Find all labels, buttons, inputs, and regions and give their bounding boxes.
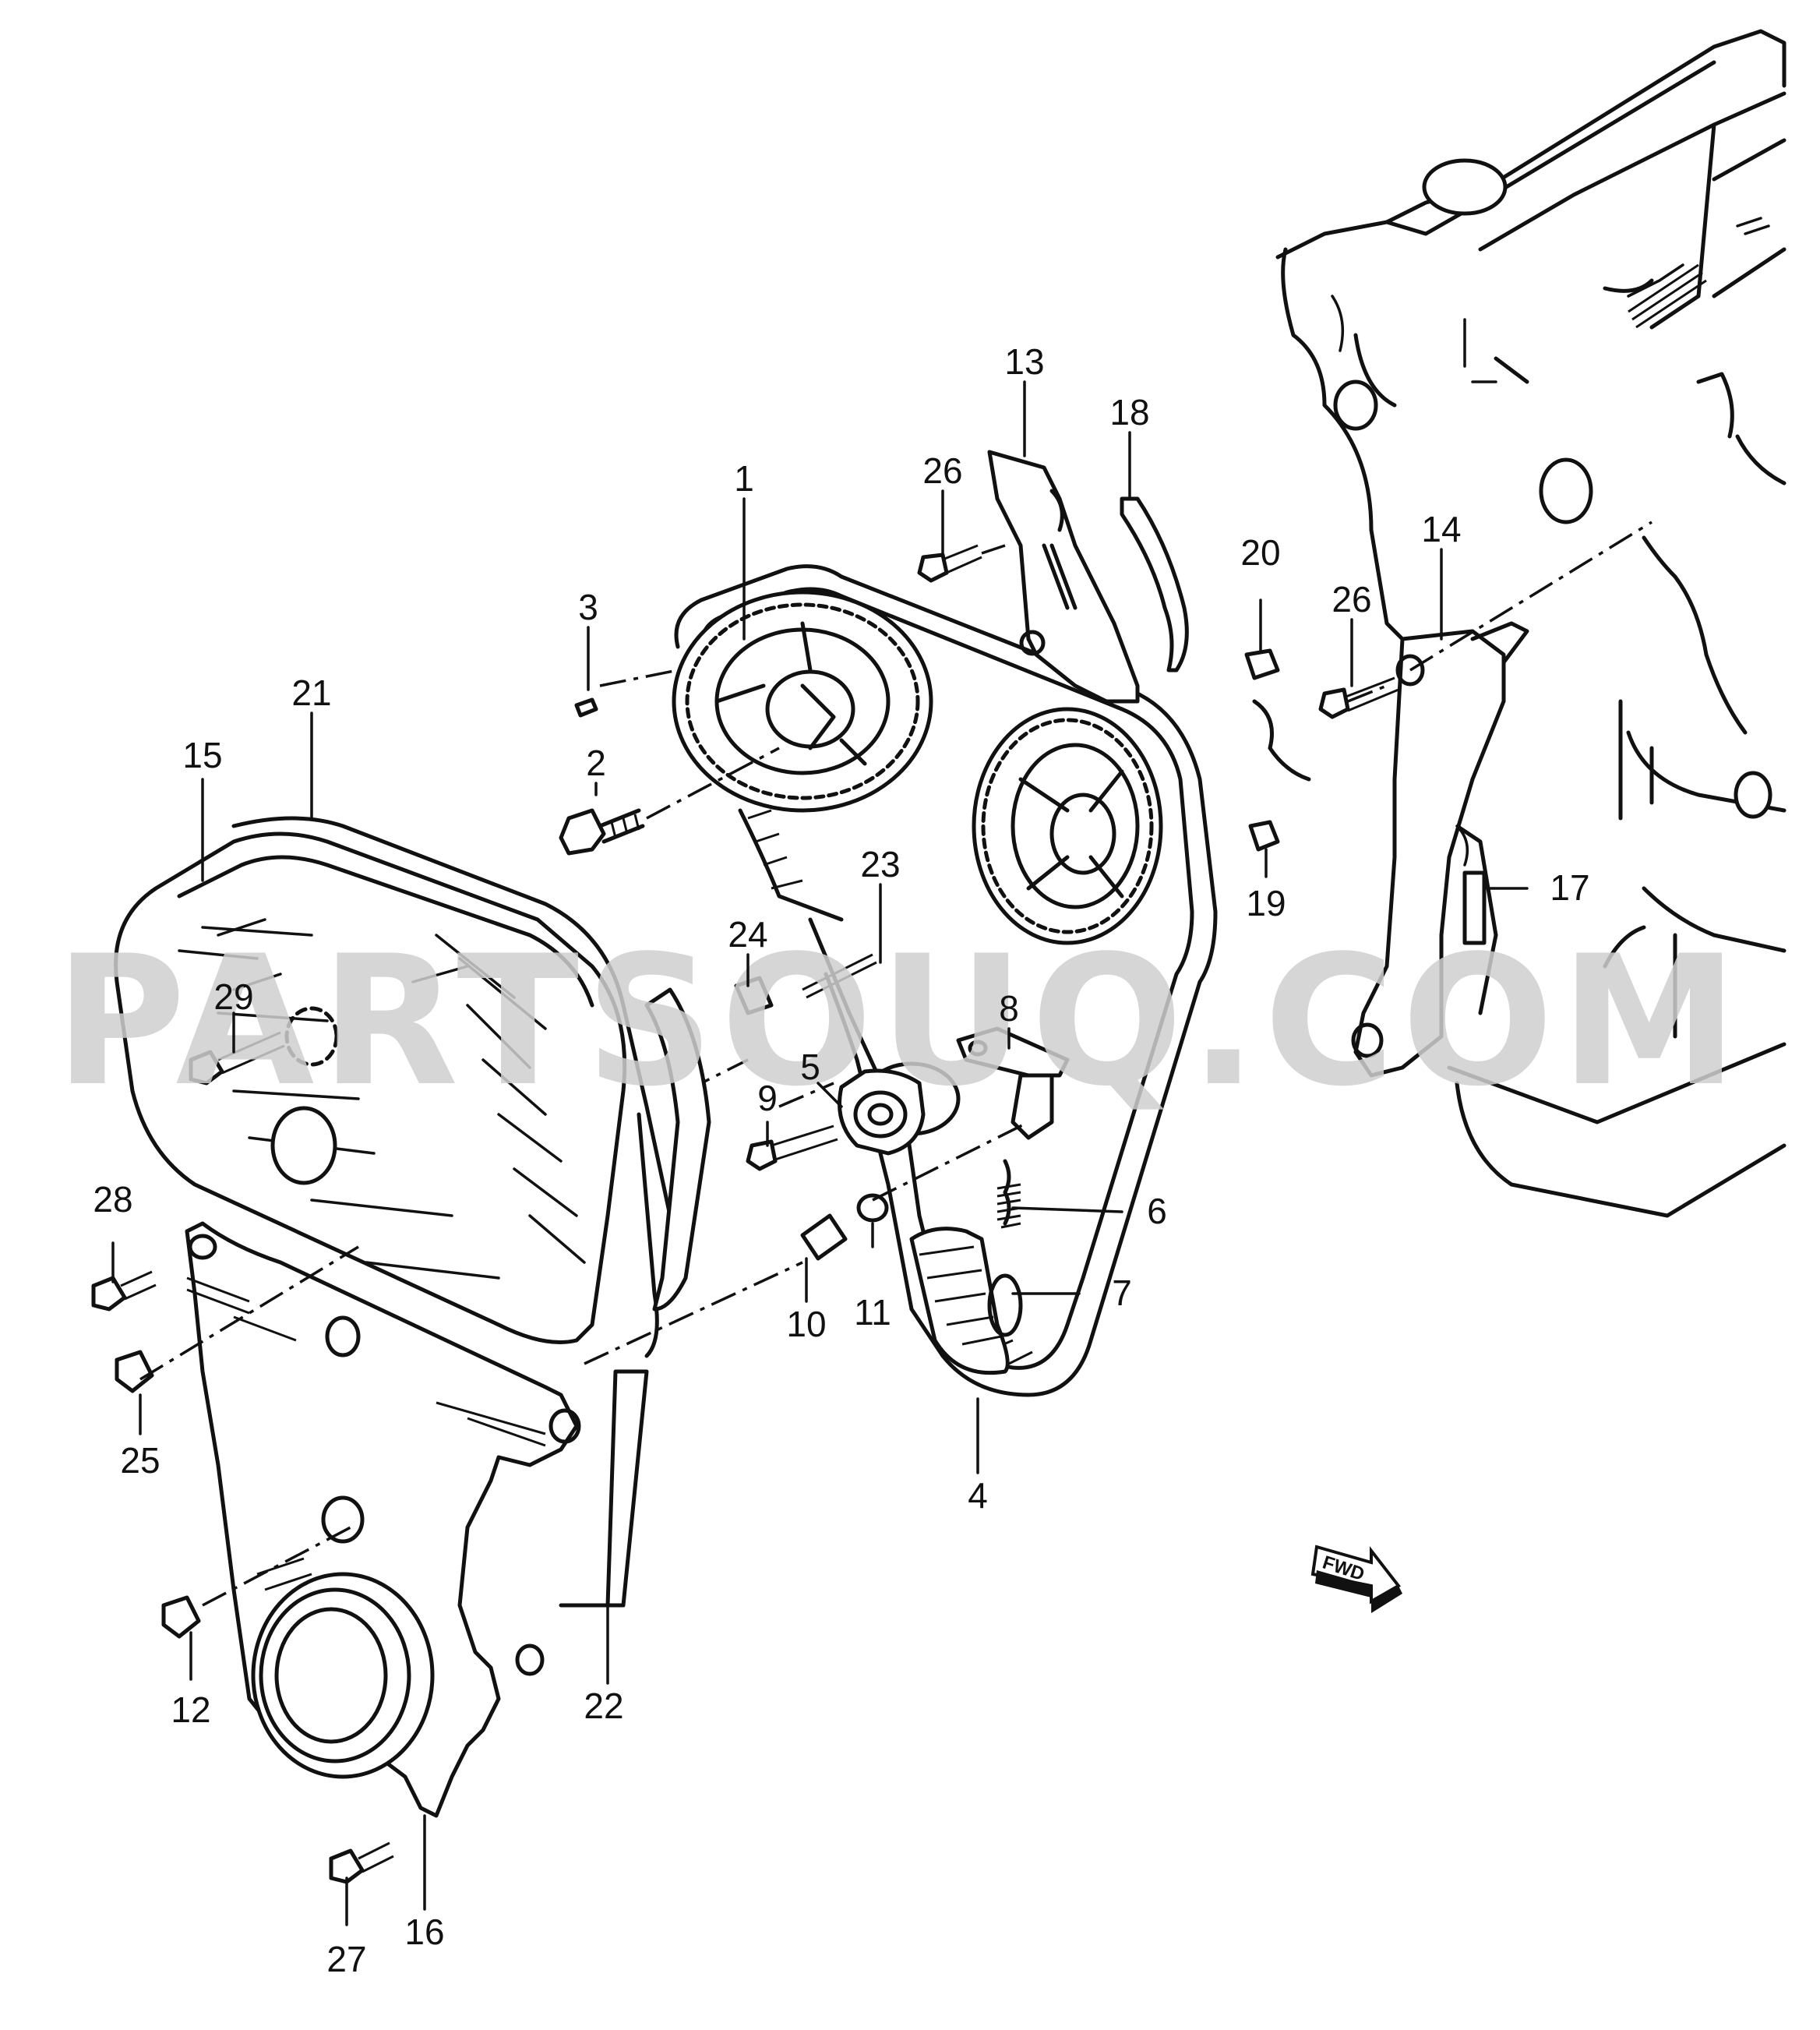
- callout-9: 9: [757, 1078, 778, 1118]
- upper-timing-cover: [114, 816, 711, 1358]
- timing-belt: [674, 564, 1218, 1397]
- stud-10: [800, 1213, 848, 1261]
- camshaft-sprocket-right: [972, 707, 1163, 945]
- callout-25: 25: [120, 1440, 160, 1481]
- watermark: PARTSOUQ.COM: [55, 918, 1744, 1126]
- nut-12: [161, 1595, 201, 1639]
- callout-16: 16: [404, 1912, 444, 1952]
- tensioner-pulley: [838, 1061, 961, 1156]
- bolt-9: [746, 1139, 778, 1171]
- callout-26-top: 26: [922, 450, 962, 491]
- nut-25: [115, 1350, 154, 1393]
- callout-6: 6: [1147, 1191, 1167, 1231]
- spring-coils: [996, 1183, 1021, 1229]
- bolt-2: [559, 808, 645, 856]
- washer-7: [987, 1273, 1023, 1337]
- engine-block: [1275, 29, 1786, 1218]
- washer-11: [856, 1193, 889, 1223]
- callout-22: 22: [584, 1686, 623, 1726]
- clip-19: [1248, 820, 1280, 852]
- lower-timing-cover: [185, 1221, 649, 1818]
- callout-18: 18: [1109, 392, 1149, 432]
- callout-28: 28: [93, 1179, 132, 1220]
- callout-24: 24: [728, 914, 767, 955]
- bracket-14: [1351, 621, 1529, 1078]
- callout-13: 13: [1004, 341, 1044, 382]
- callout-20: 20: [1240, 532, 1280, 573]
- bracket-13: [987, 450, 1140, 704]
- callout-4: 4: [968, 1475, 988, 1516]
- callout-7: 7: [1112, 1273, 1132, 1313]
- callout-labels: 1 2 3 4 5 6 7 8 9 10 11 12 13 14 15 16 1…: [93, 341, 1589, 1979]
- bolt-26-right: [1318, 676, 1399, 719]
- nut-20: [1244, 648, 1280, 680]
- leader-lines: [111, 380, 1529, 1926]
- bolt-29: [189, 1031, 285, 1086]
- camshaft-sprocket-left: [672, 590, 933, 813]
- callout-26-right: 26: [1331, 579, 1371, 620]
- callout-12: 12: [171, 1689, 210, 1730]
- bolt-26-top: [917, 544, 982, 583]
- callout-17: 17: [1550, 867, 1589, 908]
- bolt-27: [329, 1841, 394, 1884]
- assembly-line-12: [202, 1526, 351, 1607]
- callout-27: 27: [326, 1939, 366, 1979]
- callout-23: 23: [860, 844, 900, 884]
- callout-10: 10: [786, 1304, 826, 1344]
- callout-29: 29: [213, 976, 253, 1017]
- bolt-28: [91, 1270, 157, 1312]
- callout-19: 19: [1246, 883, 1286, 923]
- stud-23: [802, 953, 877, 999]
- wire-harness: [1252, 699, 1311, 782]
- callout-14: 14: [1421, 509, 1461, 549]
- fwd-direction-badge: FWD: [1310, 1545, 1402, 1613]
- callout-11: 11: [854, 1292, 891, 1333]
- gasket-18: [1120, 496, 1189, 673]
- key-3: [574, 697, 598, 718]
- callout-3: 3: [578, 587, 598, 627]
- spring-6: [1003, 1159, 1011, 1226]
- callout-8: 8: [999, 988, 1019, 1029]
- assembly-line-25: [139, 1245, 359, 1381]
- callout-1: 1: [734, 458, 754, 499]
- spacer-24: [734, 976, 774, 1015]
- callout-21: 21: [291, 673, 331, 713]
- callout-15: 15: [182, 735, 222, 775]
- callout-5: 5: [800, 1047, 820, 1087]
- callout-2: 2: [586, 743, 606, 783]
- gasket-17: [1462, 870, 1487, 945]
